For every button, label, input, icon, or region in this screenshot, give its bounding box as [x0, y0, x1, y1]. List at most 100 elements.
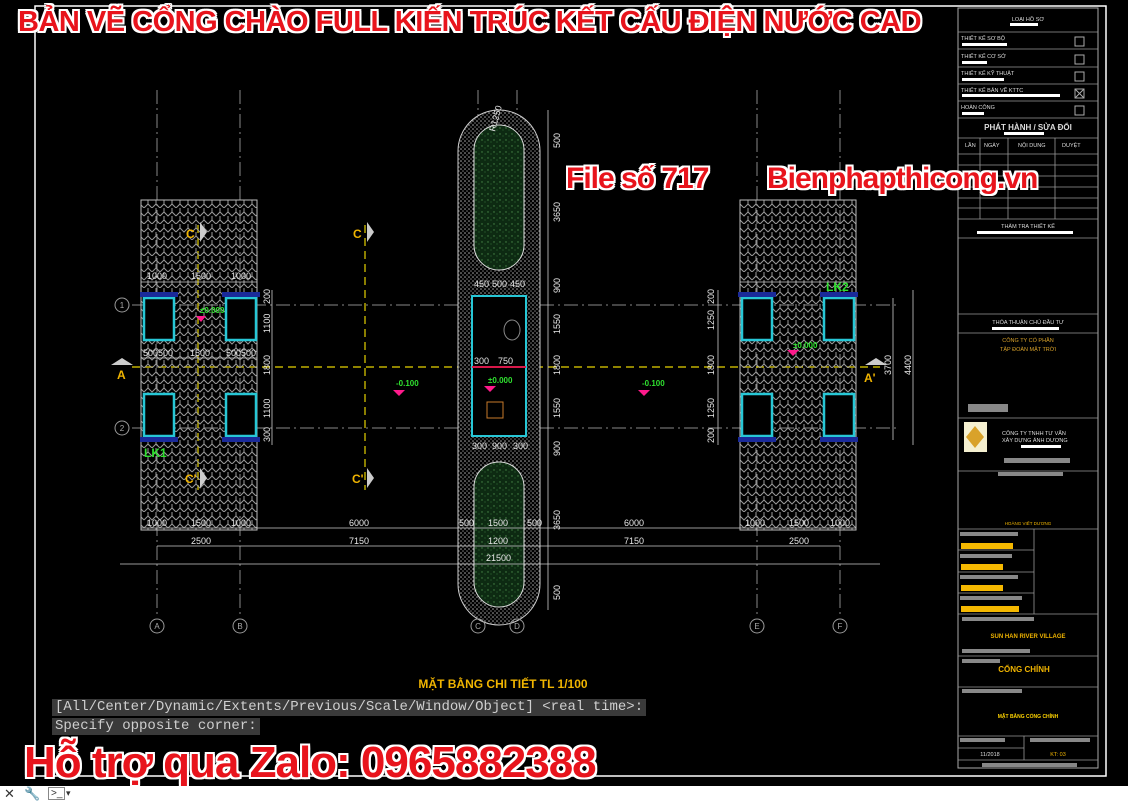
dim: 3700: [883, 355, 893, 375]
dim: 1250: [706, 398, 716, 418]
chair: [486, 401, 504, 419]
section-c-label: C: [186, 227, 195, 241]
grid-bubble-labels: A B C D E F 1 2: [120, 301, 843, 631]
dim: 1500: [789, 518, 809, 528]
section-a-prime-label: A': [864, 371, 876, 385]
redacted-fields: [962, 23, 1073, 448]
dim: 500: [459, 518, 474, 528]
grid-bubbles: [114, 297, 848, 634]
sheet-title: MẶT BẰNG CỔNG CHÍNH: [998, 712, 1059, 720]
dim: 500: [552, 133, 562, 148]
close-icon[interactable]: ✕: [4, 786, 15, 801]
stage-label: THIẾT KẾ SƠ BỘ: [961, 35, 1006, 42]
stage-label: HOÀN CÔNG: [961, 104, 995, 111]
tags: LK1 LK2: [144, 280, 849, 460]
stage-checkboxes: [1074, 36, 1085, 116]
dimension-lines: [120, 110, 914, 610]
watermark-website: Bienphapthicong.vn: [767, 162, 1038, 195]
lk1-label: LK1: [144, 446, 167, 460]
dim: 1100: [262, 399, 272, 418]
dim: 500: [158, 348, 173, 358]
dim: 7150: [624, 536, 644, 546]
sheet-border: [34, 5, 1107, 777]
level-marks: ±0.000 -0.100 -0.100 ±0.000 ±0.000: [200, 306, 818, 388]
command-prompt-icon[interactable]: >_: [48, 787, 66, 800]
dim: 1200: [488, 536, 508, 546]
consultant-name: XÂY DỰNG ÁNH DƯƠNG: [1002, 437, 1068, 444]
dim: 1000: [830, 518, 850, 528]
planter-top: [473, 124, 525, 271]
dim: 1000: [147, 271, 167, 281]
director-name: HOÀNG VIẾT DƯƠNG: [1005, 520, 1052, 526]
dim: 3650: [552, 510, 562, 530]
owner-name: TẬP ĐOÀN MẶT TRỜI: [1000, 346, 1057, 353]
dim: 300: [472, 441, 487, 451]
dim: 1500: [190, 348, 210, 358]
dim: 1500: [191, 271, 211, 281]
project-name: SUN HAN RIVER VILLAGE: [990, 634, 1065, 640]
drawing-title: MẶT BẰNG CHI TIẾT TL 1/100: [418, 676, 587, 691]
dim: 1000: [147, 518, 167, 528]
wrench-icon[interactable]: 🔧: [24, 786, 41, 801]
dim: 7150: [349, 536, 369, 546]
dim: 3650: [552, 202, 562, 222]
dim: 900: [552, 278, 562, 293]
dim: 1000: [231, 518, 251, 528]
revision-col: DUYỆT: [1062, 141, 1081, 149]
dim: 6000: [349, 518, 369, 528]
dim: 500: [226, 348, 241, 358]
planter-bottom: [473, 461, 525, 608]
section-arrows: [111, 222, 887, 488]
consultant-logo: [964, 422, 987, 452]
right-pavement: [739, 199, 857, 531]
dim: 300: [513, 441, 528, 451]
lk2-label: LK2: [826, 280, 849, 294]
dim: 2500: [191, 536, 211, 546]
level-text: ±0.000: [793, 341, 818, 350]
grid-label: D: [514, 622, 520, 631]
dim: 1800: [262, 355, 272, 375]
command-line-bar[interactable]: ✕ 🔧 >_ ▾: [0, 786, 1128, 801]
watermark-file-number: File số 717: [566, 162, 709, 195]
redacted-bars: [960, 404, 1090, 767]
dim: 200: [706, 428, 716, 443]
grid-label: C: [475, 622, 481, 631]
command-history-line: [All/Center/Dynamic/Extents/Previous/Sca…: [52, 699, 647, 716]
left-pavement: [140, 199, 258, 531]
level-text: -0.100: [642, 379, 665, 388]
dim: 200: [262, 289, 272, 304]
stage-label: THIẾT KẾ CƠ SỞ: [961, 53, 1006, 60]
section-a-label: A: [117, 368, 126, 382]
dim: 500: [241, 348, 256, 358]
section-c-label: C: [353, 227, 362, 241]
columns: [142, 296, 856, 438]
dim: 500: [492, 279, 507, 289]
level-text: ±0.000: [200, 306, 225, 315]
grid-label: E: [754, 622, 759, 631]
watermark-support: Hỗ trợ qua Zalo: 0965882388: [24, 738, 597, 787]
chevron-down-icon[interactable]: ▾: [66, 788, 71, 798]
revision-title: PHÁT HÀNH / SỬA ĐỔI: [984, 123, 1072, 132]
level-text: ±0.000: [488, 376, 513, 385]
review-title: THẨM TRA THIẾT KẾ: [1001, 223, 1055, 230]
dim: 1100: [262, 314, 272, 333]
title-block-lines: [958, 31, 1098, 761]
toilet: [503, 319, 521, 341]
item-name: CỔNG CHÍNH: [998, 665, 1050, 674]
section-c-prime-label: C': [352, 472, 364, 486]
revision-col: NỘI DUNG: [1018, 142, 1046, 149]
dim: 2500: [789, 536, 809, 546]
consultant-name: CÔNG TY TNHH TƯ VẤN: [1002, 430, 1066, 437]
grid-label: F: [838, 622, 843, 631]
dim: 900: [492, 441, 507, 451]
grid-label: B: [237, 622, 242, 631]
dim: 450: [474, 279, 489, 289]
dim: 750: [498, 356, 513, 366]
sheet-number: KT: 03: [1050, 752, 1066, 758]
dim: 500: [143, 348, 158, 358]
command-history-line: Specify opposite corner:: [52, 718, 260, 735]
title-block-frame: [957, 7, 1099, 769]
column-bases: [140, 292, 858, 442]
dim: 6000: [624, 518, 644, 528]
